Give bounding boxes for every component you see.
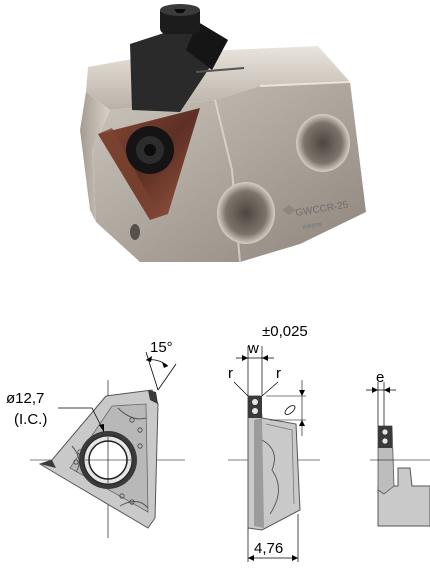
logo-mark: [282, 205, 296, 215]
product-photo: GWCCR-25 IGROTB: [80, 4, 366, 263]
mounting-hole-upper: [296, 114, 350, 172]
technical-drawings: ø12,7 (I.C.) 15° w ±0,025 r r: [6, 323, 430, 562]
threading-insert: [98, 108, 200, 220]
clamp-assembly: [130, 4, 245, 112]
holder-engraving-small: IGROTB: [302, 222, 323, 231]
width-label: w: [247, 340, 259, 357]
insert-mount-view: e: [366, 369, 430, 527]
radius-right-label: r: [276, 365, 281, 382]
ic-diameter-label: ø12,7: [6, 390, 44, 407]
ic-label: (I.C.): [14, 411, 47, 428]
insert-front-view: ø12,7 (I.C.) 15°: [6, 339, 185, 538]
tolerance-label: ±0,025: [262, 323, 308, 340]
angle-label: 15°: [150, 339, 173, 356]
mounting-hole-lower: [217, 182, 275, 244]
radius-left-label: r: [228, 365, 233, 382]
offset-label: e: [376, 369, 384, 386]
insert-side-view: w ±0,025 r r 4,76: [228, 323, 320, 562]
thickness-label: 4,76: [254, 540, 283, 557]
